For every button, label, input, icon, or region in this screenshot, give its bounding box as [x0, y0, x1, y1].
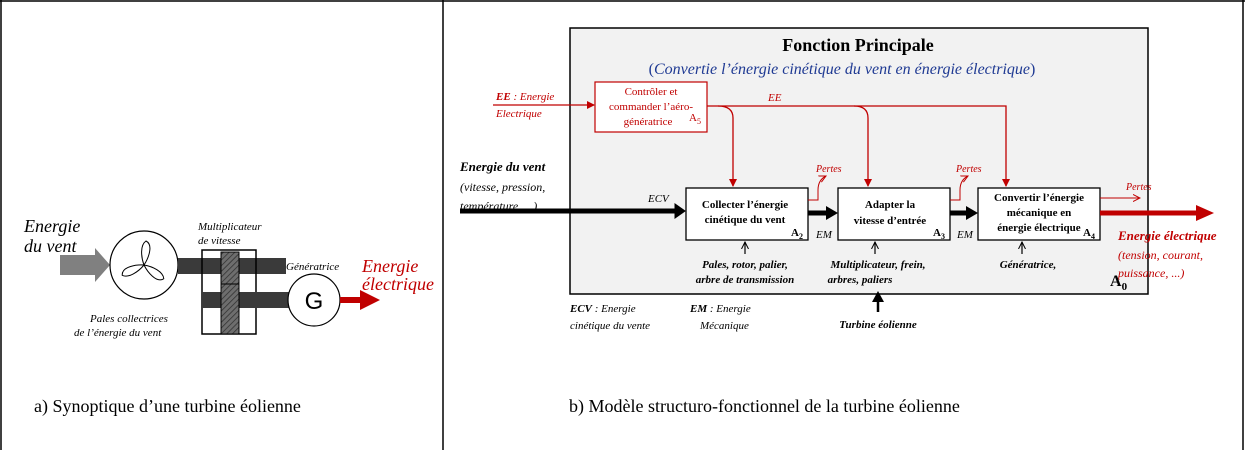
- legend-ecv-line1: ECV : Energie: [569, 303, 636, 315]
- losses-label-a4: Pertes: [1125, 182, 1152, 193]
- wind-input-label-line2: du vent: [24, 236, 77, 256]
- electric-output-label-line2: électrique: [362, 274, 434, 294]
- em-flow-a3-a4-head: [966, 206, 978, 220]
- block-a2-line1: Collecter l’énergie: [702, 199, 788, 211]
- output-detail-line1: (tension, courant,: [1118, 248, 1203, 262]
- ee-line-to-a2: [717, 105, 737, 187]
- block-a2: [685, 187, 809, 241]
- a0-id: A0: [1110, 273, 1128, 293]
- control-block-id: A5: [689, 112, 701, 126]
- ee-input-label-line1: EE : Energie: [495, 91, 554, 103]
- ee-line-to-a4: [707, 105, 1010, 187]
- ee-internal-label: EE: [767, 92, 782, 104]
- turbine-arrow-head: [872, 291, 884, 302]
- losses-label-a3: Pertes: [955, 164, 982, 175]
- multiplier-label-line2: de vitesse: [198, 235, 241, 247]
- control-block-line3: génératrice: [624, 116, 673, 128]
- block-a2-id: A2: [791, 227, 803, 241]
- control-block-line2: commander l’aéro-: [609, 101, 693, 113]
- wind-input-label-line1: Energie: [23, 216, 80, 236]
- caption-a: a) Synoptique d’une turbine éolienne: [34, 396, 301, 417]
- wind-input-arrow: [60, 248, 110, 282]
- electric-output-label-line1: Energie: [361, 256, 418, 276]
- losses-label-a2: Pertes: [815, 164, 842, 175]
- turbine-label: Turbine éolienne: [839, 319, 917, 331]
- ee-input-label-line2: Electrique: [495, 108, 542, 120]
- main-function-title: Fonction Principale: [782, 35, 934, 55]
- losses-arrow-a2: [808, 176, 826, 201]
- block-a2-line2: cinétique du vent: [705, 214, 786, 226]
- em-flow-a2-a3-head: [826, 206, 838, 220]
- ee-line-to-a3: [853, 105, 872, 187]
- mechanism-a3-line1: Multiplicateur, frein,: [829, 259, 925, 271]
- gear-large-icon: [220, 251, 240, 287]
- blades-label-line2: de l’énergie du vent: [74, 327, 162, 339]
- gear-small-icon: [220, 283, 240, 335]
- legend-em-line1: EM : Energie: [689, 303, 751, 315]
- block-a3-id: A3: [933, 227, 945, 241]
- main-function-subtitle: (Convertie l’énergie cinétique du vent e…: [649, 61, 1036, 78]
- multiplier-label-line1: Multiplicateur: [197, 221, 262, 233]
- mechanism-a2-line2: arbre de transmission: [696, 274, 794, 286]
- block-a4-line1: Convertir l’énergie: [994, 192, 1084, 204]
- block-a3: [837, 187, 951, 241]
- block-a4: [977, 187, 1101, 241]
- ecv-flow-label: ECV: [647, 193, 670, 205]
- block-a4-id: A4: [1083, 227, 1095, 241]
- legend-ecv-line2: cinétique du vente: [570, 320, 650, 332]
- wind-input-title: Energie du vent: [459, 159, 546, 174]
- main-function-box: [569, 27, 1149, 295]
- mechanism-a3-line2: arbres, paliers: [828, 274, 893, 286]
- legend-em-line2: Mécanique: [699, 320, 749, 332]
- block-a4-line2: mécanique en: [1007, 207, 1071, 219]
- wind-input-detail-line1: (vitesse, pression,: [460, 180, 545, 194]
- panel-a-synoptic: Energie du vent Pales collectrices de l’…: [23, 216, 434, 417]
- output-detail-line2: puissance, ...): [1117, 266, 1184, 280]
- losses-arrow-a3: [950, 176, 968, 201]
- panel-b-functional-model: Fonction Principale (Convertie l’énergie…: [459, 27, 1217, 417]
- mechanism-a2-line1: Pales, rotor, palier,: [702, 259, 788, 271]
- generator-label: Génératrice: [286, 261, 339, 273]
- blades-label-line1: Pales collectrices: [89, 313, 168, 325]
- block-a4-line3: énergie électrique: [997, 222, 1080, 234]
- mechanism-a4-label: Génératrice,: [1000, 259, 1057, 271]
- electric-output-arrow: [340, 290, 380, 310]
- em-label-a2-a3: EM: [815, 229, 833, 241]
- output-shaft: [202, 292, 292, 308]
- caption-b: b) Modèle structuro-fonctionnel de la tu…: [569, 396, 960, 417]
- electric-output-head: [1196, 205, 1214, 221]
- wind-turbine-blades-icon: [121, 240, 165, 281]
- block-a3-line1: Adapter la: [865, 199, 916, 211]
- control-block-a5: [594, 81, 708, 133]
- em-label-a3-a4: EM: [956, 229, 974, 241]
- block-a3-line2: vitesse d’entrée: [854, 215, 927, 227]
- control-block-line1: Contrôler et: [625, 86, 678, 98]
- generator-symbol: G: [305, 288, 324, 315]
- output-title: Energie électrique: [1117, 228, 1217, 243]
